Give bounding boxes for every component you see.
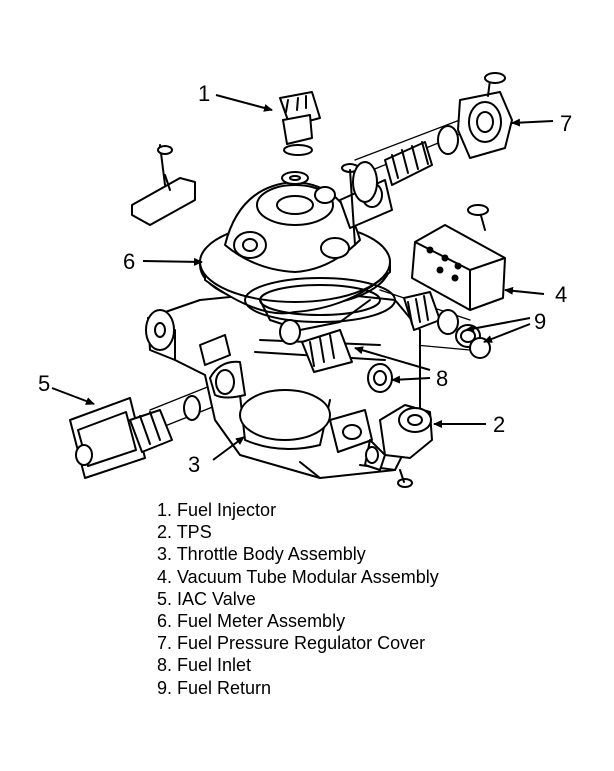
legend-item: 1. Fuel Injector bbox=[157, 500, 277, 520]
callout-1: 1 bbox=[198, 81, 210, 106]
fuel-pressure-regulator-cover bbox=[457, 72, 513, 159]
legend-item: 4. Vacuum Tube Modular Assembly bbox=[157, 566, 439, 587]
legend-item: 5. IAC Valve bbox=[157, 588, 256, 609]
vacuum-tube-modular-assembly bbox=[411, 204, 506, 311]
callout-arrow-9b bbox=[483, 323, 531, 343]
callout-arrow-4 bbox=[504, 286, 545, 295]
injector-retainer-bracket bbox=[131, 144, 196, 226]
callout-5: 5 bbox=[38, 371, 50, 396]
callout-7: 7 bbox=[560, 111, 572, 136]
callout-arrow-7 bbox=[511, 118, 554, 127]
legend-item: 9. Fuel Return bbox=[157, 677, 272, 698]
callout-arrow-8a bbox=[354, 346, 431, 371]
fuel-injector bbox=[279, 91, 321, 185]
callout-arrow-9a bbox=[465, 317, 531, 333]
legend-item: 3. Throttle Body Assembly bbox=[157, 544, 366, 565]
callout-8: 8 bbox=[436, 366, 448, 391]
callout-2: 2 bbox=[493, 412, 505, 437]
legend-item: 2. TPS bbox=[157, 522, 212, 543]
meter-gasket bbox=[244, 277, 396, 323]
tps-sensor bbox=[364, 404, 433, 488]
legend-item: 8. Fuel Inlet bbox=[157, 655, 252, 676]
callout-arrow-6 bbox=[142, 257, 203, 266]
callout-6: 6 bbox=[123, 249, 135, 274]
callout-3: 3 bbox=[188, 452, 200, 477]
legend-item: 7. Fuel Pressure Regulator Cover bbox=[157, 633, 426, 654]
parts-legend: 1. Fuel Injector 2. TPS 3. Throttle Body… bbox=[157, 499, 439, 699]
callout-9: 9 bbox=[534, 309, 546, 334]
iac-valve bbox=[69, 395, 201, 479]
callout-arrow-3 bbox=[212, 436, 245, 461]
fuel-inlet-fitting bbox=[279, 319, 393, 393]
callout-arrow-1 bbox=[215, 94, 273, 112]
callout-4: 4 bbox=[555, 282, 567, 307]
callout-arrow-5 bbox=[51, 387, 95, 405]
pressure-regulator-spring bbox=[352, 125, 459, 203]
legend-item: 6. Fuel Meter Assembly bbox=[157, 611, 346, 632]
callout-arrow-8b bbox=[391, 375, 431, 384]
fuel-meter-assembly bbox=[199, 179, 393, 331]
